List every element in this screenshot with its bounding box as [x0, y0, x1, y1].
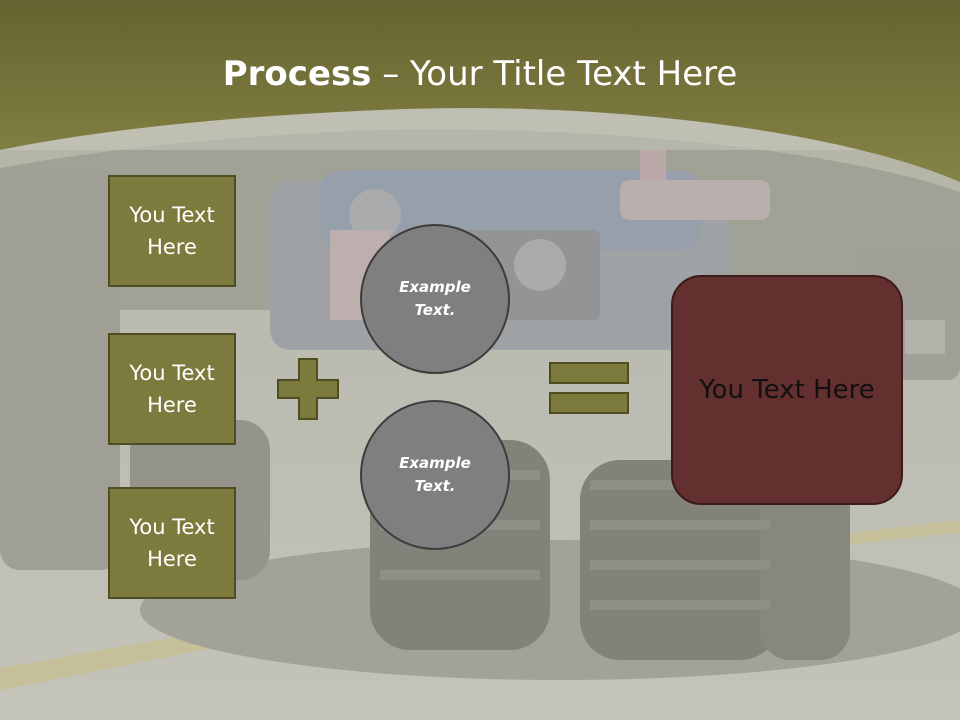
circle-label: Example Text. — [399, 454, 471, 495]
result-box: You Text Here — [671, 275, 903, 505]
input-box: You Text Here — [108, 487, 236, 599]
input-box: You Text Here — [108, 333, 236, 445]
slide-title: Process – Your Title Text Here — [0, 52, 960, 96]
circle-label: Example Text. — [399, 278, 471, 319]
title-bold: Process — [222, 54, 372, 94]
header-band — [0, 0, 960, 192]
title-rest: – Your Title Text Here — [371, 54, 738, 94]
plus-icon — [277, 358, 339, 420]
example-circle: Example Text. — [360, 224, 510, 374]
example-circle: Example Text. — [360, 400, 510, 550]
equals-icon — [549, 362, 629, 414]
input-box: You Text Here — [108, 175, 236, 287]
